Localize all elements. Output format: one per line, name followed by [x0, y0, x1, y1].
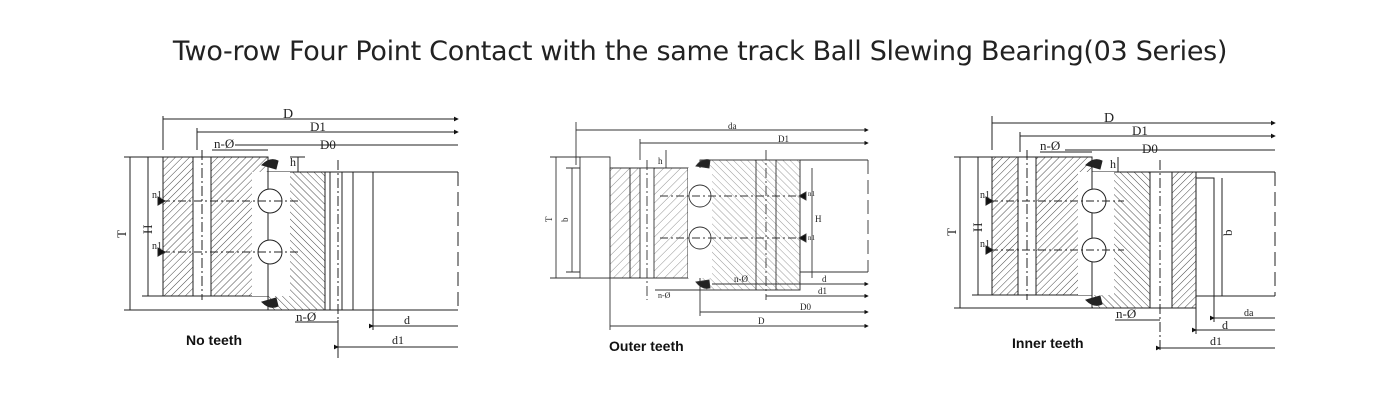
- label-n1-top: n1: [980, 190, 990, 201]
- label-T: T: [544, 216, 554, 222]
- label-h: h: [290, 155, 296, 169]
- label-H: H: [815, 214, 822, 224]
- label-D0: D0: [1142, 141, 1158, 156]
- diagram-no-teeth-labels: D D1 D0 n-Ø h T H n1 n1 n-Ø d d1: [114, 107, 410, 347]
- label-D: D: [758, 316, 765, 326]
- diagram-inner-teeth-labels: D D1 D0 n-Ø h T H b n1 n1 n-Ø da d d1: [944, 111, 1254, 348]
- label-h: h: [658, 156, 663, 166]
- label-d1: d1: [818, 286, 827, 296]
- caption-outer-teeth: Outer teeth: [609, 338, 684, 354]
- label-d: d: [404, 313, 410, 327]
- label-d1: d1: [392, 333, 404, 347]
- label-b: b: [1220, 230, 1235, 237]
- label-T: T: [114, 230, 129, 238]
- label-h: h: [1110, 157, 1116, 171]
- label-D1: D1: [1132, 123, 1148, 138]
- label-d: d: [822, 274, 827, 284]
- caption-no-teeth: No teeth: [186, 332, 242, 348]
- diagram-inner-teeth: [954, 116, 1276, 351]
- label-b: b: [560, 217, 570, 222]
- label-n-phi-bottom: n-Ø: [658, 291, 671, 300]
- caption-inner-teeth: Inner teeth: [1012, 335, 1084, 351]
- label-n-phi-right: n-Ø: [734, 274, 748, 284]
- label-n1-top: n1: [808, 190, 816, 198]
- label-n-phi-bottom: n-Ø: [296, 309, 316, 324]
- page-title: Two-row Four Point Contact with the same…: [172, 36, 1228, 67]
- label-D1: D1: [778, 134, 789, 144]
- label-D0: D0: [800, 302, 811, 312]
- label-d: d: [1222, 318, 1228, 332]
- label-D: D: [283, 107, 293, 122]
- diagram-outer-teeth-labels: da D1 h T b H n1 n1 n-Ø n-Ø d d1 D0 D: [544, 121, 827, 326]
- label-n1-top: n1: [152, 190, 162, 201]
- label-D0: D0: [320, 137, 336, 152]
- label-n1-bottom: n1: [808, 234, 816, 242]
- diagram-no-teeth: [124, 116, 459, 358]
- diagram-outer-teeth: [550, 122, 869, 330]
- label-n-phi-top: n-Ø: [1040, 138, 1060, 153]
- label-T: T: [944, 228, 959, 236]
- label-D1: D1: [310, 119, 326, 134]
- label-n1-bottom: n1: [152, 241, 162, 252]
- label-d1: d1: [1210, 334, 1222, 348]
- label-H: H: [970, 223, 985, 232]
- label-n1-bottom: n1: [980, 239, 990, 250]
- label-n-phi-bottom: n-Ø: [1116, 306, 1136, 321]
- label-n-phi-top: n-Ø: [214, 136, 234, 151]
- label-da: da: [1244, 308, 1254, 319]
- label-H: H: [140, 225, 155, 234]
- label-da: da: [728, 121, 737, 131]
- label-D: D: [1104, 111, 1114, 126]
